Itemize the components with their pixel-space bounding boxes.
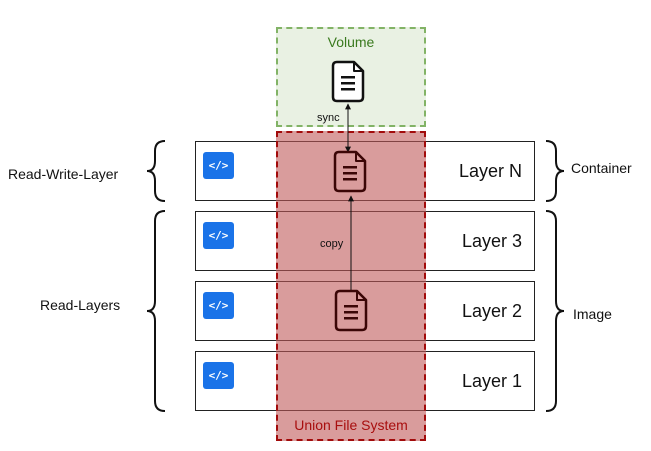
sync-label: sync bbox=[317, 112, 340, 124]
code-icon: </> bbox=[203, 362, 234, 389]
container-label: Container bbox=[571, 160, 632, 176]
read-layers-brace bbox=[146, 210, 166, 412]
volume-box: Volume bbox=[276, 27, 426, 127]
layer-1-label: Layer 1 bbox=[461, 370, 522, 391]
image-label: Image bbox=[573, 306, 612, 322]
read-write-layer-label: Read-Write-Layer bbox=[8, 166, 119, 182]
layer-n-label: Layer N bbox=[458, 160, 522, 181]
union-file-system-title: Union File System bbox=[294, 417, 408, 433]
file-icon bbox=[333, 150, 367, 193]
volume-title: Volume bbox=[327, 34, 375, 50]
layer-2-label: Layer 2 bbox=[461, 300, 522, 321]
read-layers-label: Read-Layers bbox=[40, 297, 121, 313]
layer-3-label: Layer 3 bbox=[461, 230, 522, 251]
read-write-brace bbox=[146, 140, 166, 202]
code-icon: </> bbox=[203, 152, 234, 179]
image-brace bbox=[545, 210, 565, 412]
code-icon: </> bbox=[203, 292, 234, 319]
file-icon bbox=[331, 60, 365, 103]
code-icon: </> bbox=[203, 222, 234, 249]
file-icon bbox=[334, 289, 368, 332]
copy-label: copy bbox=[320, 238, 344, 250]
container-brace bbox=[545, 140, 565, 202]
